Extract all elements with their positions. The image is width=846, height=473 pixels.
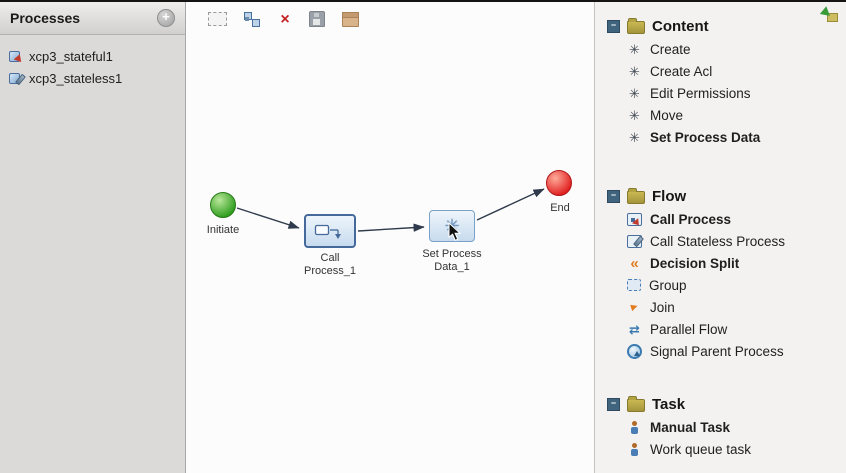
processes-list: xcp3_stateful1 xcp3_stateless1 — [0, 35, 185, 99]
palette-item-decision-split[interactable]: Decision Split — [595, 252, 846, 274]
palette-group-flow-header[interactable]: Flow — [595, 184, 846, 208]
activity-palette: Content Create Create Acl Edit Permissio… — [594, 2, 846, 473]
palette-item-edit-permissions[interactable]: Edit Permissions — [595, 82, 846, 104]
palette-item-set-process-data[interactable]: Set Process Data — [595, 126, 846, 148]
set-process-data-node-label: Set Process Data_1 — [422, 248, 482, 273]
folder-icon — [627, 187, 645, 204]
process-diagram[interactable]: Initiate Call Process_1 Set Process Data… — [186, 36, 594, 473]
group-icon — [627, 279, 641, 291]
delete-icon[interactable] — [278, 12, 292, 27]
mouse-cursor-icon — [448, 222, 462, 241]
signal-parent-process-icon — [627, 343, 642, 359]
save-icon[interactable] — [309, 11, 325, 27]
palette-group-task: Task Manual Task Work queue task — [595, 392, 846, 460]
palette-group-task-header[interactable]: Task — [595, 392, 846, 416]
processes-panel-title: Processes — [10, 10, 81, 26]
call-process-node-label: Call Process_1 — [304, 252, 356, 277]
process-item-label: xcp3_stateless1 — [29, 70, 123, 86]
add-process-button[interactable] — [157, 9, 175, 27]
manual-task-icon — [627, 420, 642, 435]
collapse-icon[interactable] — [607, 19, 620, 33]
palette-item-group[interactable]: Group — [595, 274, 846, 296]
palette-item-create-acl[interactable]: Create Acl — [595, 60, 846, 82]
process-canvas: Initiate Call Process_1 Set Process Data… — [186, 2, 594, 473]
gear-icon — [627, 86, 642, 101]
gear-icon — [627, 130, 642, 145]
palette-item-signal-parent-process[interactable]: Signal Parent Process — [595, 340, 846, 362]
end-node-label: End — [550, 202, 570, 214]
folder-icon — [627, 17, 645, 34]
initiate-node[interactable] — [210, 192, 236, 218]
initiate-node-label: Initiate — [206, 224, 240, 236]
processes-panel: Processes xcp3_stateful1 xcp3_stateless1 — [0, 2, 186, 473]
call-process-icon — [627, 212, 642, 226]
import-model-icon[interactable] — [822, 8, 838, 22]
call-stateless-process-icon — [627, 234, 642, 248]
palette-item-parallel-flow[interactable]: Parallel Flow — [595, 318, 846, 340]
palette-group-content-header[interactable]: Content — [595, 14, 846, 38]
package-icon[interactable] — [342, 11, 359, 27]
end-node[interactable] — [546, 170, 572, 196]
work-queue-task-icon — [627, 442, 642, 457]
palette-item-call-stateless-process[interactable]: Call Stateless Process — [595, 230, 846, 252]
palette-item-create[interactable]: Create — [595, 38, 846, 60]
collapse-icon[interactable] — [607, 397, 620, 411]
palette-group-flow: Flow Call Process Call Stateless Process… — [595, 184, 846, 362]
collapse-icon[interactable] — [607, 189, 620, 203]
palette-item-join[interactable]: Join — [595, 296, 846, 318]
stateless-process-icon — [8, 71, 23, 86]
align-connect-icon[interactable] — [244, 11, 261, 27]
palette-item-move[interactable]: Move — [595, 104, 846, 126]
palette-group-title: Task — [652, 395, 686, 413]
call-process-node[interactable] — [304, 214, 356, 248]
palette-item-call-process[interactable]: Call Process — [595, 208, 846, 230]
decision-split-icon — [627, 256, 642, 271]
palette-group-title: Flow — [652, 187, 687, 205]
gear-icon — [627, 42, 642, 57]
call-process-node-icon — [314, 224, 341, 239]
canvas-toolbar — [186, 2, 594, 36]
process-list-item-stateless[interactable]: xcp3_stateless1 — [8, 67, 177, 89]
flow-arrows — [236, 188, 545, 232]
stateful-process-icon — [8, 49, 23, 64]
palette-item-work-queue-task[interactable]: Work queue task — [595, 438, 846, 460]
palette-group-title: Content — [652, 17, 709, 35]
processes-panel-header: Processes — [0, 2, 185, 35]
folder-icon — [627, 395, 645, 412]
parallel-flow-icon — [627, 322, 642, 337]
palette-item-manual-task[interactable]: Manual Task — [595, 416, 846, 438]
gear-icon — [627, 64, 642, 79]
process-list-item-stateful[interactable]: xcp3_stateful1 — [8, 45, 177, 67]
gear-icon — [627, 108, 642, 123]
selection-tool-icon[interactable] — [208, 12, 227, 26]
palette-group-content: Content Create Create Acl Edit Permissio… — [595, 14, 846, 148]
join-icon — [625, 298, 644, 317]
process-item-label: xcp3_stateful1 — [29, 48, 113, 64]
